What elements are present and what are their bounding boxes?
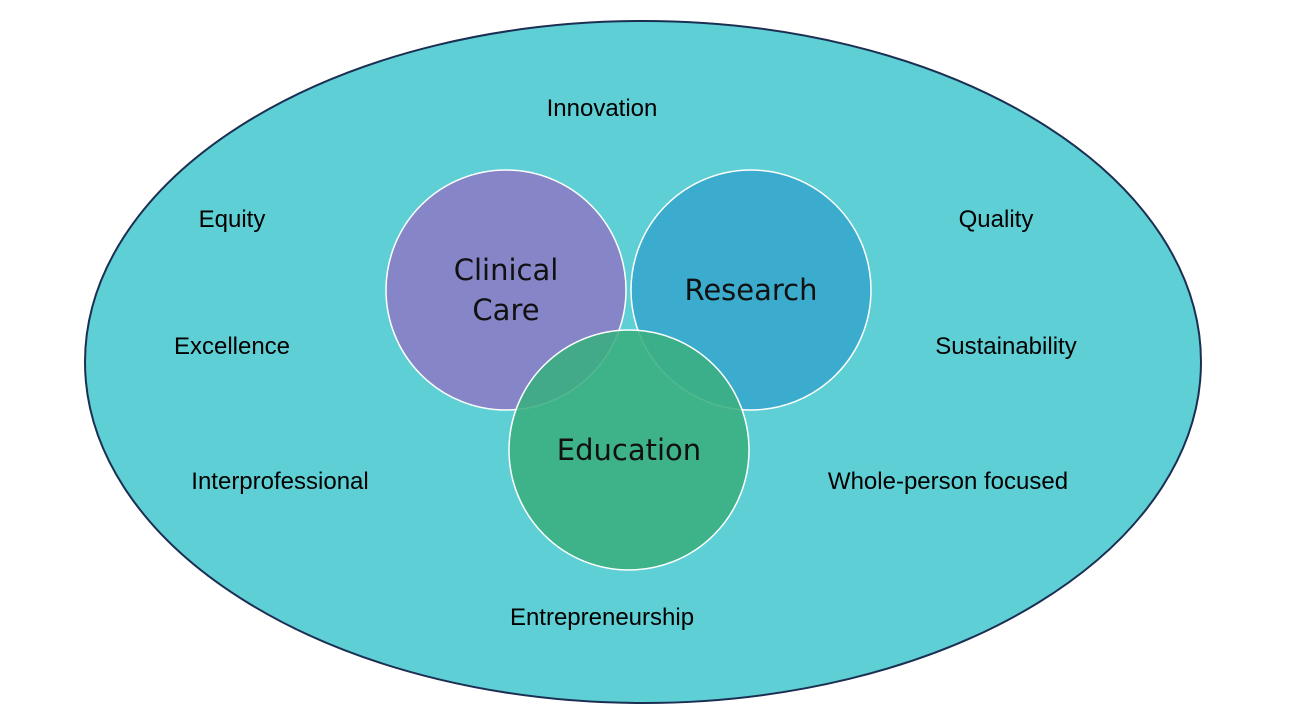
value-innovation: Innovation — [547, 95, 658, 122]
value-excellence: Excellence — [174, 333, 290, 360]
education-label: Education — [557, 433, 701, 467]
clinical-care-label-line1: Clinical — [454, 253, 559, 287]
value-sustainability: Sustainability — [935, 333, 1076, 360]
value-entrepreneurship: Entrepreneurship — [510, 604, 694, 631]
value-quality: Quality — [959, 206, 1034, 233]
research-label: Research — [684, 273, 817, 307]
value-interprofessional: Interprofessional — [191, 468, 368, 495]
value-whole-person-focused: Whole-person focused — [828, 468, 1068, 495]
clinical-care-label-line2: Care — [472, 293, 539, 327]
education-circle — [508, 329, 750, 571]
value-equity: Equity — [199, 206, 266, 233]
